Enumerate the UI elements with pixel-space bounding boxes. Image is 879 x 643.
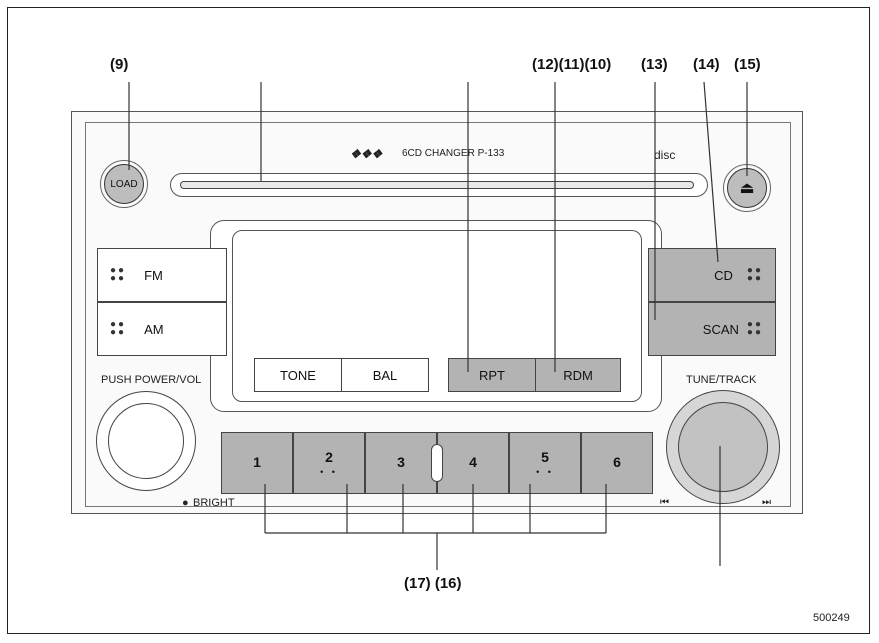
- scan-indicator-icon: ●●●●: [746, 319, 763, 338]
- tone-button[interactable]: TONE: [254, 358, 342, 392]
- rpt-button[interactable]: RPT: [448, 358, 536, 392]
- callout-13: (13): [641, 56, 668, 73]
- fm-indicator-icon: ●●●●: [110, 265, 127, 284]
- figure-id: 500249: [813, 612, 850, 624]
- bright-label: BRIGHT: [193, 497, 235, 509]
- fm-button[interactable]: ●●●● FM: [97, 248, 227, 302]
- callout-14: (14): [693, 56, 720, 73]
- power-vol-label: PUSH POWER/VOL: [101, 374, 202, 386]
- brand-logo-icon: ❖❖❖: [350, 147, 383, 161]
- am-label: AM: [144, 321, 164, 337]
- cd-slot-opening: [180, 181, 694, 189]
- callout-15: (15): [734, 56, 761, 73]
- rpt-label: RPT: [479, 367, 505, 383]
- tone-label: TONE: [280, 367, 316, 383]
- preset-dots: • •: [320, 467, 338, 477]
- eject-button[interactable]: ⏏: [723, 164, 771, 212]
- cd-button[interactable]: CD ●●●●: [648, 248, 776, 302]
- load-button[interactable]: LOAD: [100, 160, 148, 208]
- preset-divider-slot: [431, 444, 443, 482]
- preset-button-1[interactable]: 1: [221, 432, 293, 494]
- tune-track-knob-cap: [678, 402, 768, 492]
- scan-label: SCAN: [702, 321, 739, 337]
- next-track-icon: ⏭: [762, 497, 771, 508]
- tune-track-label: TUNE/TRACK: [686, 374, 757, 386]
- leader-14: [703, 81, 719, 263]
- radio-unit-face: [85, 122, 791, 507]
- preset-label: 5: [541, 449, 549, 465]
- bright-indicator-icon: ●: [182, 497, 189, 509]
- preset-label: 3: [397, 454, 405, 470]
- cd-label: CD: [714, 267, 733, 283]
- figure-frame: [7, 7, 870, 634]
- preset-button-5[interactable]: 5 • •: [509, 432, 581, 494]
- callout-9: (9): [110, 56, 129, 73]
- bal-button[interactable]: BAL: [341, 358, 429, 392]
- model-name: 6CD CHANGER P-133: [402, 148, 505, 159]
- preset-button-2[interactable]: 2 • •: [293, 432, 365, 494]
- fm-label: FM: [144, 267, 163, 283]
- preset-label: 1: [253, 454, 261, 470]
- callout-12-11-10: (12)(11)(10): [532, 56, 612, 73]
- am-indicator-icon: ●●●●: [110, 319, 127, 338]
- preset-button-6[interactable]: 6: [581, 432, 653, 494]
- scan-button[interactable]: SCAN ●●●●: [648, 302, 776, 356]
- cd-indicator-icon: ●●●●: [746, 265, 763, 284]
- rdm-label: RDM: [563, 367, 593, 383]
- bal-label: BAL: [372, 367, 398, 383]
- preset-button-3[interactable]: 3: [365, 432, 437, 494]
- am-button[interactable]: ●●●● AM: [97, 302, 227, 356]
- prev-track-icon: ⏮: [660, 497, 669, 508]
- rdm-button[interactable]: RDM: [535, 358, 621, 392]
- power-vol-knob-cap: [108, 403, 184, 479]
- preset-label: 4: [469, 454, 477, 470]
- disc-label: disc: [654, 148, 676, 162]
- callout-17-16: (17) (16): [404, 575, 462, 592]
- preset-label: 2: [325, 449, 333, 465]
- preset-dots: • •: [536, 467, 554, 477]
- preset-label: 6: [613, 454, 621, 470]
